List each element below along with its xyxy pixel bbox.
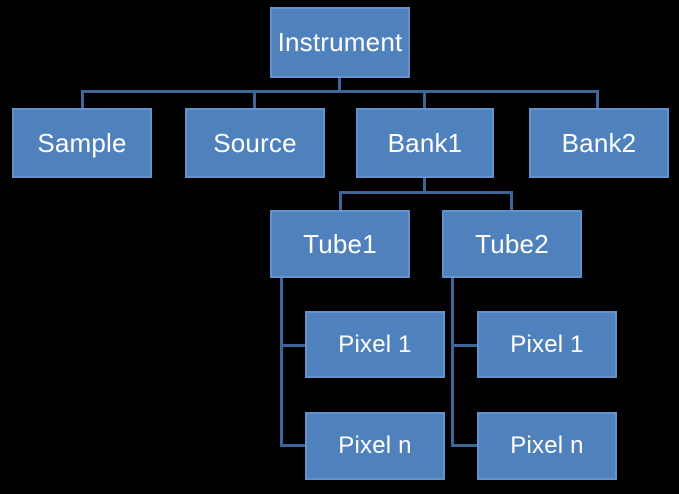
connector-stub-tube1-pixel1 xyxy=(280,344,305,347)
connector-stub-tube2-pixeln xyxy=(451,444,477,447)
connector-instrument-down xyxy=(338,78,341,90)
connector-tube2-hanging xyxy=(451,278,454,447)
node-tube2-pixel-1: Pixel 1 xyxy=(477,311,617,378)
connector-drop-tube1 xyxy=(339,191,342,210)
connector-stub-tube2-pixel1 xyxy=(451,344,477,347)
connector-drop-bank1 xyxy=(423,90,426,108)
connector-drop-bank2 xyxy=(596,90,599,108)
connector-tube1-hanging xyxy=(280,278,283,447)
node-sample: Sample xyxy=(12,108,152,178)
connector-stub-tube1-pixeln xyxy=(280,444,305,447)
connector-drop-tube2 xyxy=(510,191,513,210)
node-tube2-pixel-n: Pixel n xyxy=(477,412,617,480)
node-tube1-pixel-1: Pixel 1 xyxy=(305,311,445,378)
connector-drop-source xyxy=(253,90,256,108)
node-source: Source xyxy=(185,108,325,178)
connector-tubes-horizontal xyxy=(339,191,513,194)
node-tube2: Tube2 xyxy=(442,210,582,278)
node-tube1: Tube1 xyxy=(270,210,410,278)
connector-drop-sample xyxy=(81,90,84,108)
connector-bank1-down xyxy=(423,178,426,191)
node-bank1: Bank1 xyxy=(356,108,494,178)
node-instrument: Instrument xyxy=(270,7,410,78)
node-bank2: Bank2 xyxy=(529,108,669,178)
node-tube1-pixel-n: Pixel n xyxy=(305,412,445,480)
connector-level2-horizontal xyxy=(81,90,599,93)
